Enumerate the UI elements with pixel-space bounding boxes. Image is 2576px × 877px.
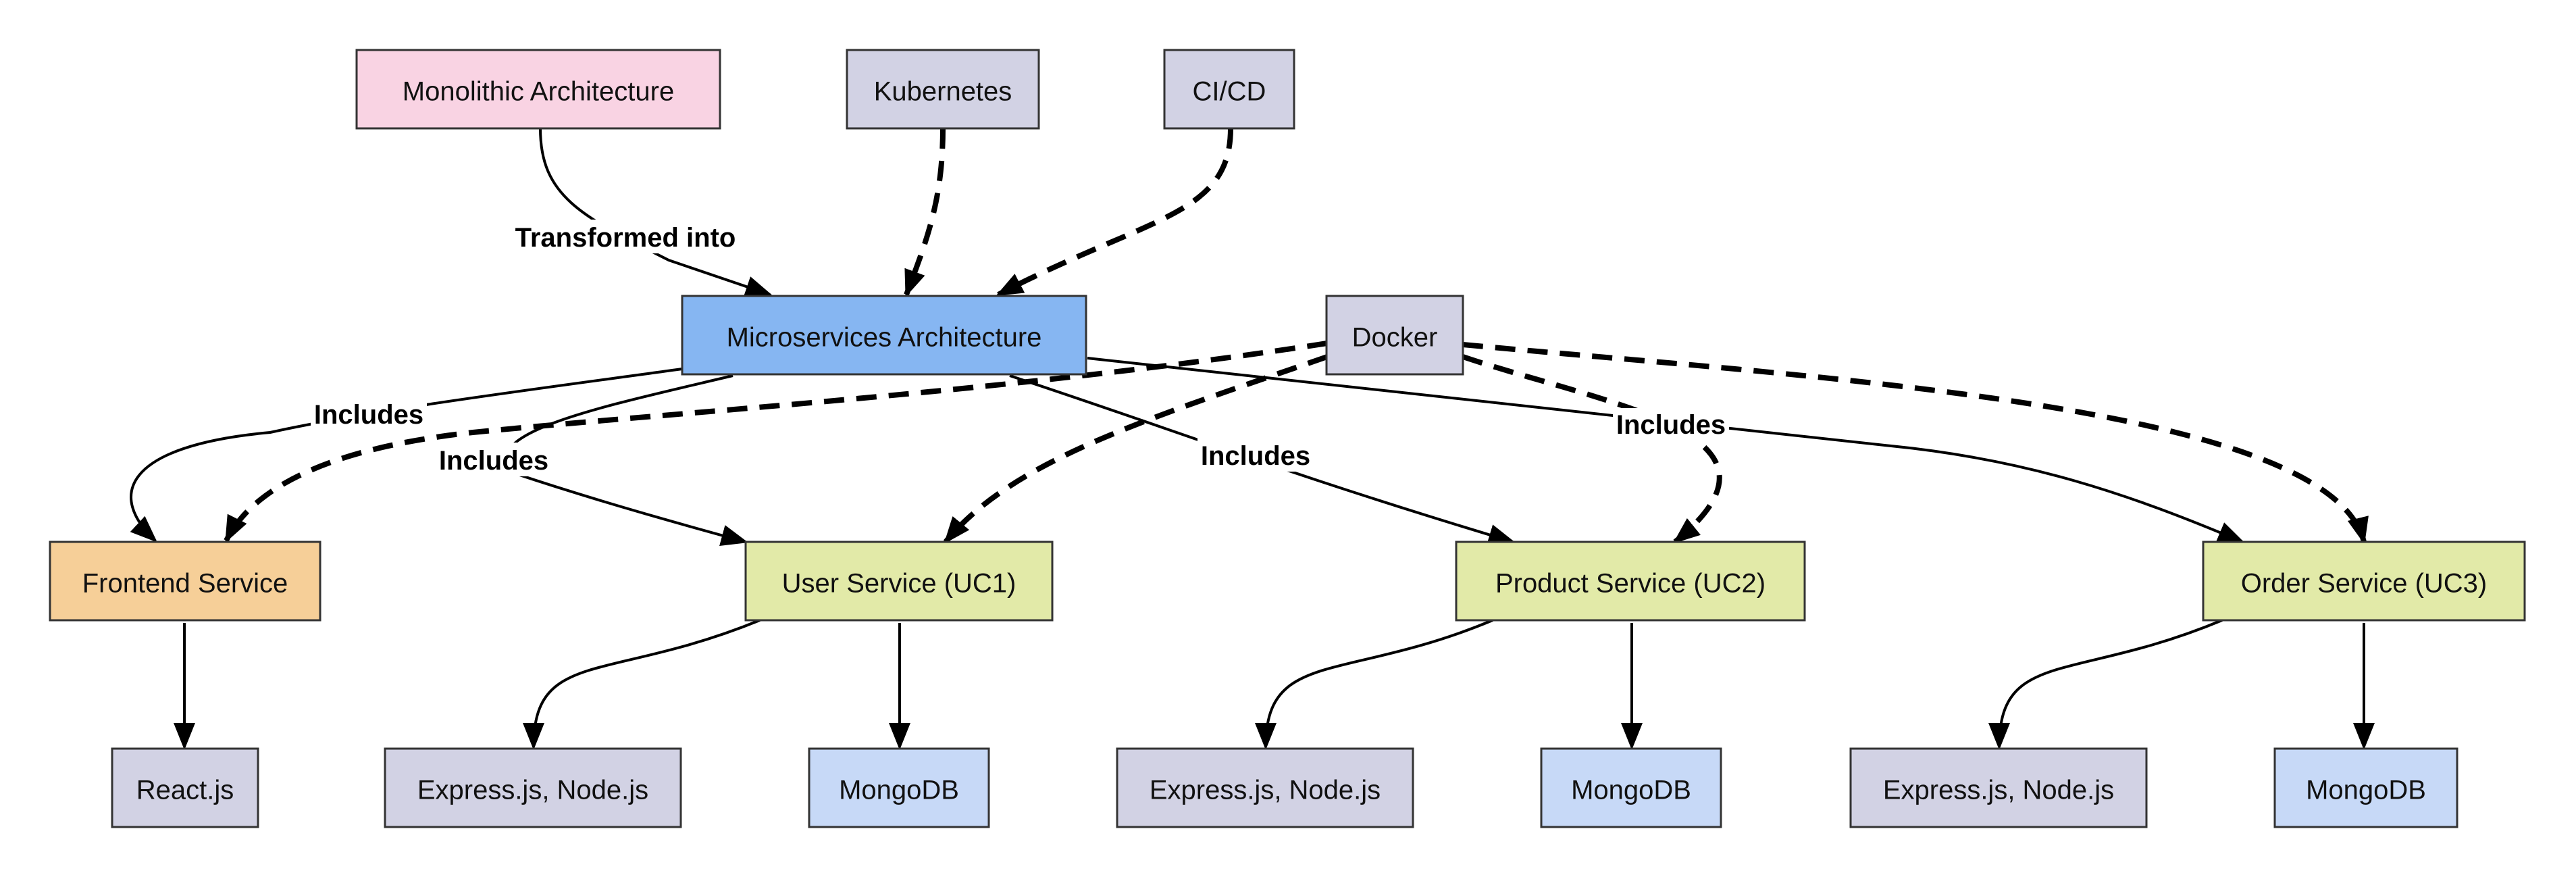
node-label: CI/CD	[1193, 77, 1266, 107]
nodes: Monolithic Architecture Kubernetes CI/CD…	[49, 49, 2526, 828]
node-label: User Service (UC1)	[782, 569, 1016, 599]
node-label: Product Service (UC2)	[1495, 569, 1766, 599]
node-label: Order Service (UC3)	[2241, 569, 2488, 599]
edge-label-transformed-into: Transformed into	[515, 223, 736, 253]
label-includes-product: Includes	[1197, 438, 1314, 472]
node-label: Frontend Service	[82, 569, 288, 599]
node-product-service[interactable]: Product Service (UC2)	[1455, 541, 1806, 622]
edge-user-service-to-express	[523, 619, 761, 750]
edge-label-includes-user: Includes	[439, 446, 548, 476]
edge-order-service-to-express	[1988, 619, 2223, 750]
node-label: MongoDB	[839, 776, 959, 805]
node-user-service[interactable]: User Service (UC1)	[744, 541, 1054, 622]
edge-microservices-to-order-service	[1087, 357, 2245, 543]
node-label: Express.js, Node.js	[1883, 776, 2114, 805]
edge-docker-to-frontend	[224, 341, 1328, 543]
node-label: Microservices Architecture	[727, 323, 1042, 353]
node-mongodb-1[interactable]: MongoDB	[808, 747, 990, 828]
label-includes-order: Includes	[1613, 408, 1729, 442]
edge-microservices-to-frontend	[130, 368, 683, 543]
edge-cicd-to-microservices	[996, 128, 1233, 297]
edge-docker-to-user-service	[943, 354, 1329, 545]
node-label: Docker	[1352, 323, 1438, 353]
node-label: React.js	[136, 776, 234, 805]
node-kubernetes[interactable]: Kubernetes	[846, 49, 1040, 130]
label-includes-frontend: Includes	[311, 397, 427, 431]
edge-labels: Transformed into Includes Includes Inclu…	[311, 220, 1729, 476]
node-mongodb-2[interactable]: MongoDB	[1540, 747, 1722, 828]
node-monolithic-architecture[interactable]: Monolithic Architecture	[355, 49, 721, 130]
edge-label-includes-product: Includes	[1201, 441, 1310, 471]
node-microservices-architecture[interactable]: Microservices Architecture	[681, 295, 1087, 376]
node-label: Monolithic Architecture	[403, 77, 674, 107]
node-label: Kubernetes	[874, 77, 1012, 107]
node-mongodb-3[interactable]: MongoDB	[2273, 747, 2458, 828]
edge-docker-to-order-service	[1462, 342, 2369, 545]
node-express-node-1[interactable]: Express.js, Node.js	[384, 747, 682, 828]
node-label: MongoDB	[2306, 776, 2426, 805]
node-react[interactable]: React.js	[111, 747, 259, 828]
edge-label-includes-frontend: Includes	[314, 400, 423, 430]
node-label: MongoDB	[1571, 776, 1691, 805]
edge-product-service-to-express	[1255, 619, 1493, 750]
node-order-service[interactable]: Order Service (UC3)	[2202, 541, 2526, 622]
label-includes-user: Includes	[436, 443, 552, 476]
edge-docker-to-product-service	[1462, 354, 1722, 545]
node-express-node-2[interactable]: Express.js, Node.js	[1116, 747, 1414, 828]
edge-label-includes-order: Includes	[1616, 410, 1726, 440]
label-transformed-into: Transformed into	[507, 220, 744, 253]
edge-monolithic-to-microservices	[539, 128, 773, 297]
node-label: Express.js, Node.js	[417, 776, 648, 805]
node-express-node-3[interactable]: Express.js, Node.js	[1849, 747, 2148, 828]
node-label: Express.js, Node.js	[1150, 776, 1381, 805]
edges	[130, 128, 2375, 750]
node-frontend-service[interactable]: Frontend Service	[49, 541, 321, 622]
node-docker[interactable]: Docker	[1325, 295, 1464, 376]
node-cicd[interactable]: CI/CD	[1163, 49, 1295, 130]
edge-kubernetes-to-microservices	[904, 128, 946, 297]
